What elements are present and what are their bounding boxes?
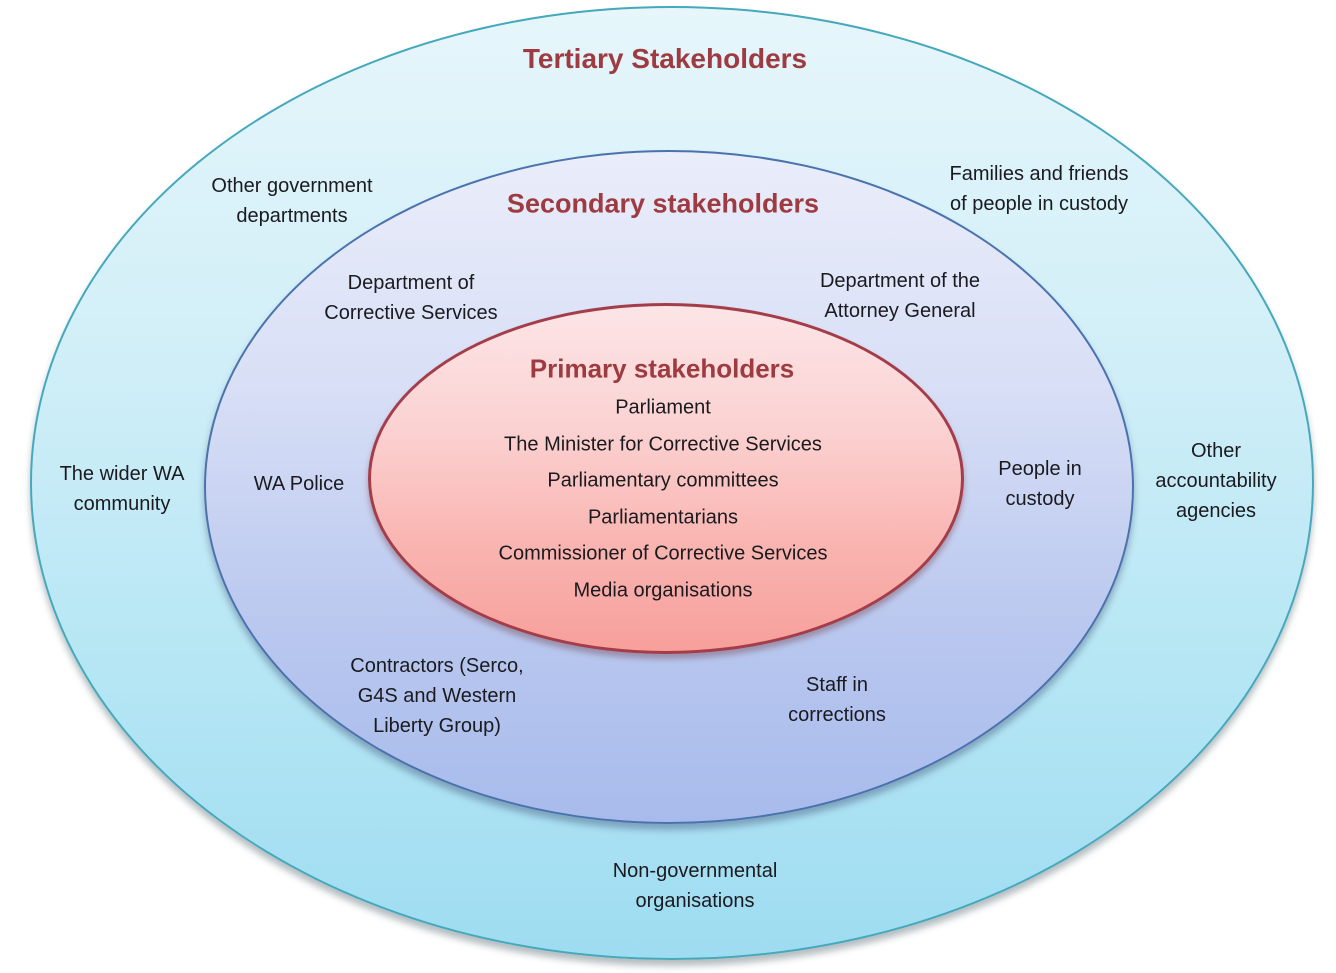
label-contractors: Contractors (Serco, G4S and Western Libe… xyxy=(350,655,524,737)
primary-stakeholders-ellipse xyxy=(368,303,964,654)
primary-item-commissioner-corrective-services: Commissioner of Corrective Services xyxy=(498,542,828,565)
label-wa-police: WA Police xyxy=(253,473,345,495)
primary-item-media-organisations: Media organisations xyxy=(573,579,753,601)
label-wider-wa-community: The wider WA community xyxy=(59,463,185,515)
secondary-ring-title: Secondary stakeholders xyxy=(506,188,820,219)
label-other-government-departments: Other government departments xyxy=(211,175,373,227)
label-staff-in-corrections: Staff in corrections xyxy=(788,674,886,726)
primary-item-minister-corrective-services: The Minister for Corrective Services xyxy=(504,433,822,455)
primary-ring-title: Primary stakeholders xyxy=(529,353,795,384)
primary-stakeholders-list: Parliament The Minister for Corrective S… xyxy=(499,390,828,609)
label-families-and-friends: Families and friends of people in custod… xyxy=(949,163,1129,215)
label-department-of-the-attorney-general: Department of the Attorney General xyxy=(819,270,981,322)
label-people-in-custody: People in custody xyxy=(998,458,1082,510)
label-non-governmental-organisations: Non-governmental organisations xyxy=(612,860,778,912)
tertiary-ring-title: Tertiary Stakeholders xyxy=(522,43,808,74)
label-other-accountability-agencies: Other accountability agencies xyxy=(1155,440,1277,522)
label-department-of-corrective-services: Department of Corrective Services xyxy=(324,272,498,324)
primary-item-parliamentary-committees: Parliamentary committees xyxy=(547,469,779,492)
primary-item-parliamentarians: Parliamentarians xyxy=(587,506,739,528)
primary-item-parliament: Parliament xyxy=(615,396,711,419)
